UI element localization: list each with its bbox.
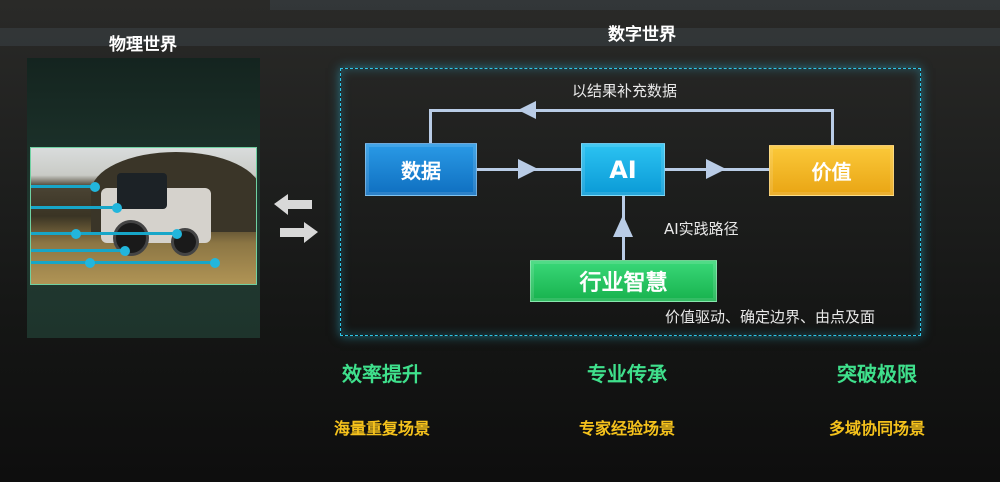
excavator-photo <box>30 147 257 285</box>
feedback-label: 以结果补充数据 <box>572 82 678 100</box>
benefit-scene-breakthrough: 多域协同场景 <box>828 419 925 438</box>
arrow-left-icon <box>518 101 536 119</box>
benefit-scene-efficiency: 海量重复场景 <box>333 419 430 438</box>
node-data: 数据 <box>365 143 477 196</box>
digital-world-frame <box>340 68 921 336</box>
arrow-up-icon <box>613 215 633 237</box>
benefit-scene-expertise: 专家经验场景 <box>578 419 675 438</box>
node-ai: AI <box>581 143 665 196</box>
principle-label: 价值驱动、确定边界、由点及面 <box>665 308 876 326</box>
node-value: 价值 <box>769 145 894 196</box>
node-industry-wisdom: 行业智慧 <box>530 260 717 302</box>
benefit-title-expertise: 专业传承 <box>587 362 667 386</box>
feedback-line <box>429 109 432 144</box>
feedback-line <box>429 109 833 112</box>
benefit-title-efficiency: 效率提升 <box>342 362 422 386</box>
feedback-line <box>831 109 834 146</box>
background-beam <box>270 0 1000 10</box>
arrow-right-icon <box>518 159 538 179</box>
background-beam <box>0 28 1000 46</box>
arrow-right-icon <box>706 159 726 179</box>
path-label: AI实践路径 <box>664 220 739 238</box>
physical-world-title: 物理世界 <box>109 35 177 55</box>
digital-world-title: 数字世界 <box>608 25 676 45</box>
bidirectional-arrows-icon <box>274 194 318 243</box>
benefit-title-breakthrough: 突破极限 <box>837 362 917 386</box>
